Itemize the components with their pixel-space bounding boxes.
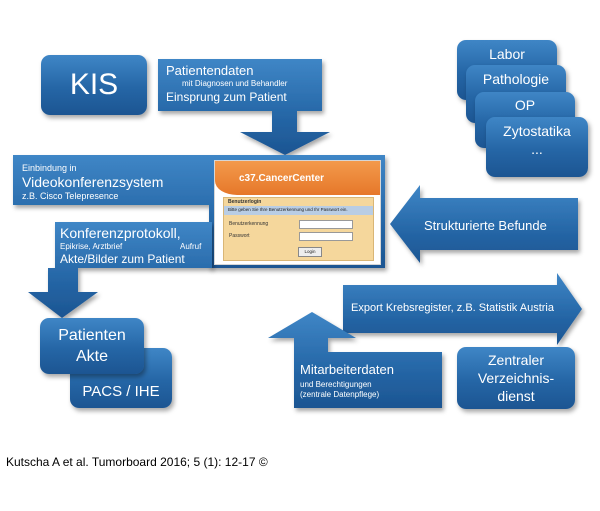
befunde-arrow <box>390 185 578 263</box>
ellipsis-label: ... <box>531 141 543 157</box>
login-button[interactable]: Login <box>298 247 322 257</box>
video-line2: Videokonferenzsystem <box>22 174 164 190</box>
video-line1: Einbindung in <box>22 163 77 173</box>
login-header: c37.CancerCenter <box>215 161 380 195</box>
password-label: Passwort <box>229 233 250 239</box>
befunde-label: Strukturierte Befunde <box>424 218 547 233</box>
mitarbeiter-arrow <box>268 312 442 408</box>
mitarbeiter-sub2: (zentrale Datenpflege) <box>300 390 380 399</box>
login-screenshot: c37.CancerCenter Benutzerlogin Bitte geb… <box>214 160 381 265</box>
login-form: Benutzerlogin Bitte geben Sie Ihre Benut… <box>223 197 374 261</box>
zytostatika-box: Zytostatika ... <box>486 117 588 177</box>
verzeichnis-line1: Zentraler <box>487 352 545 368</box>
login-info-band: Bitte geben Sie Ihre Benutzerkennung und… <box>224 206 373 215</box>
patientendaten-arrow <box>158 59 330 155</box>
patientendaten-sub: mit Diagnosen und Behandler <box>182 79 288 88</box>
pathologie-label: Pathologie <box>482 71 550 87</box>
patientendaten-line3: Einsprung zum Patient <box>166 90 287 104</box>
patientendaten-title: Patientendaten <box>166 63 254 78</box>
password-input[interactable] <box>299 232 353 241</box>
kis-label: KIS <box>69 68 119 101</box>
mitarbeiter-title: Mitarbeiterdaten <box>300 362 394 377</box>
labor-label: Labor <box>489 46 525 62</box>
protokoll-arrow <box>28 222 212 318</box>
protokoll-sub-right: Aufruf <box>180 242 202 251</box>
akte-box: Patienten Akte <box>40 318 144 374</box>
verzeichnis-box: Zentraler Verzeichnis- dienst <box>457 347 575 409</box>
export-arrow <box>343 273 582 345</box>
verzeichnis-line2: Verzeichnis- <box>477 370 555 386</box>
app-name: c37.CancerCenter <box>239 173 325 184</box>
protokoll-sub-left: Epikrise, Arztbrief <box>60 242 123 251</box>
op-label: OP <box>514 97 536 113</box>
kis-box: KIS <box>41 55 147 115</box>
mitarbeiter-sub1: und Berechtigungen <box>300 380 372 389</box>
protokoll-line3: Akte/Bilder zum Patient <box>60 252 185 266</box>
protokoll-title: Konferenzprotokoll, <box>60 225 181 241</box>
video-line3: z.B. Cisco Telepresence <box>22 191 119 201</box>
pacs-label: PACS / IHE <box>82 383 160 400</box>
verzeichnis-line3: dienst <box>497 388 535 404</box>
login-info: Bitte geben Sie Ihre Benutzerkennung und… <box>228 207 348 212</box>
citation: Kutscha A et al. Tumorboard 2016; 5 (1):… <box>6 455 268 469</box>
zytostatika-label: Zytostatika <box>503 123 571 139</box>
export-label: Export Krebsregister, z.B. Statistik Aus… <box>351 302 554 314</box>
akte-line1: Patienten <box>58 327 126 344</box>
akte-line2: Akte <box>75 348 108 365</box>
login-form-title: Benutzerlogin <box>228 199 262 205</box>
user-label: Benutzerkennung <box>229 221 269 227</box>
user-input[interactable] <box>299 220 353 229</box>
